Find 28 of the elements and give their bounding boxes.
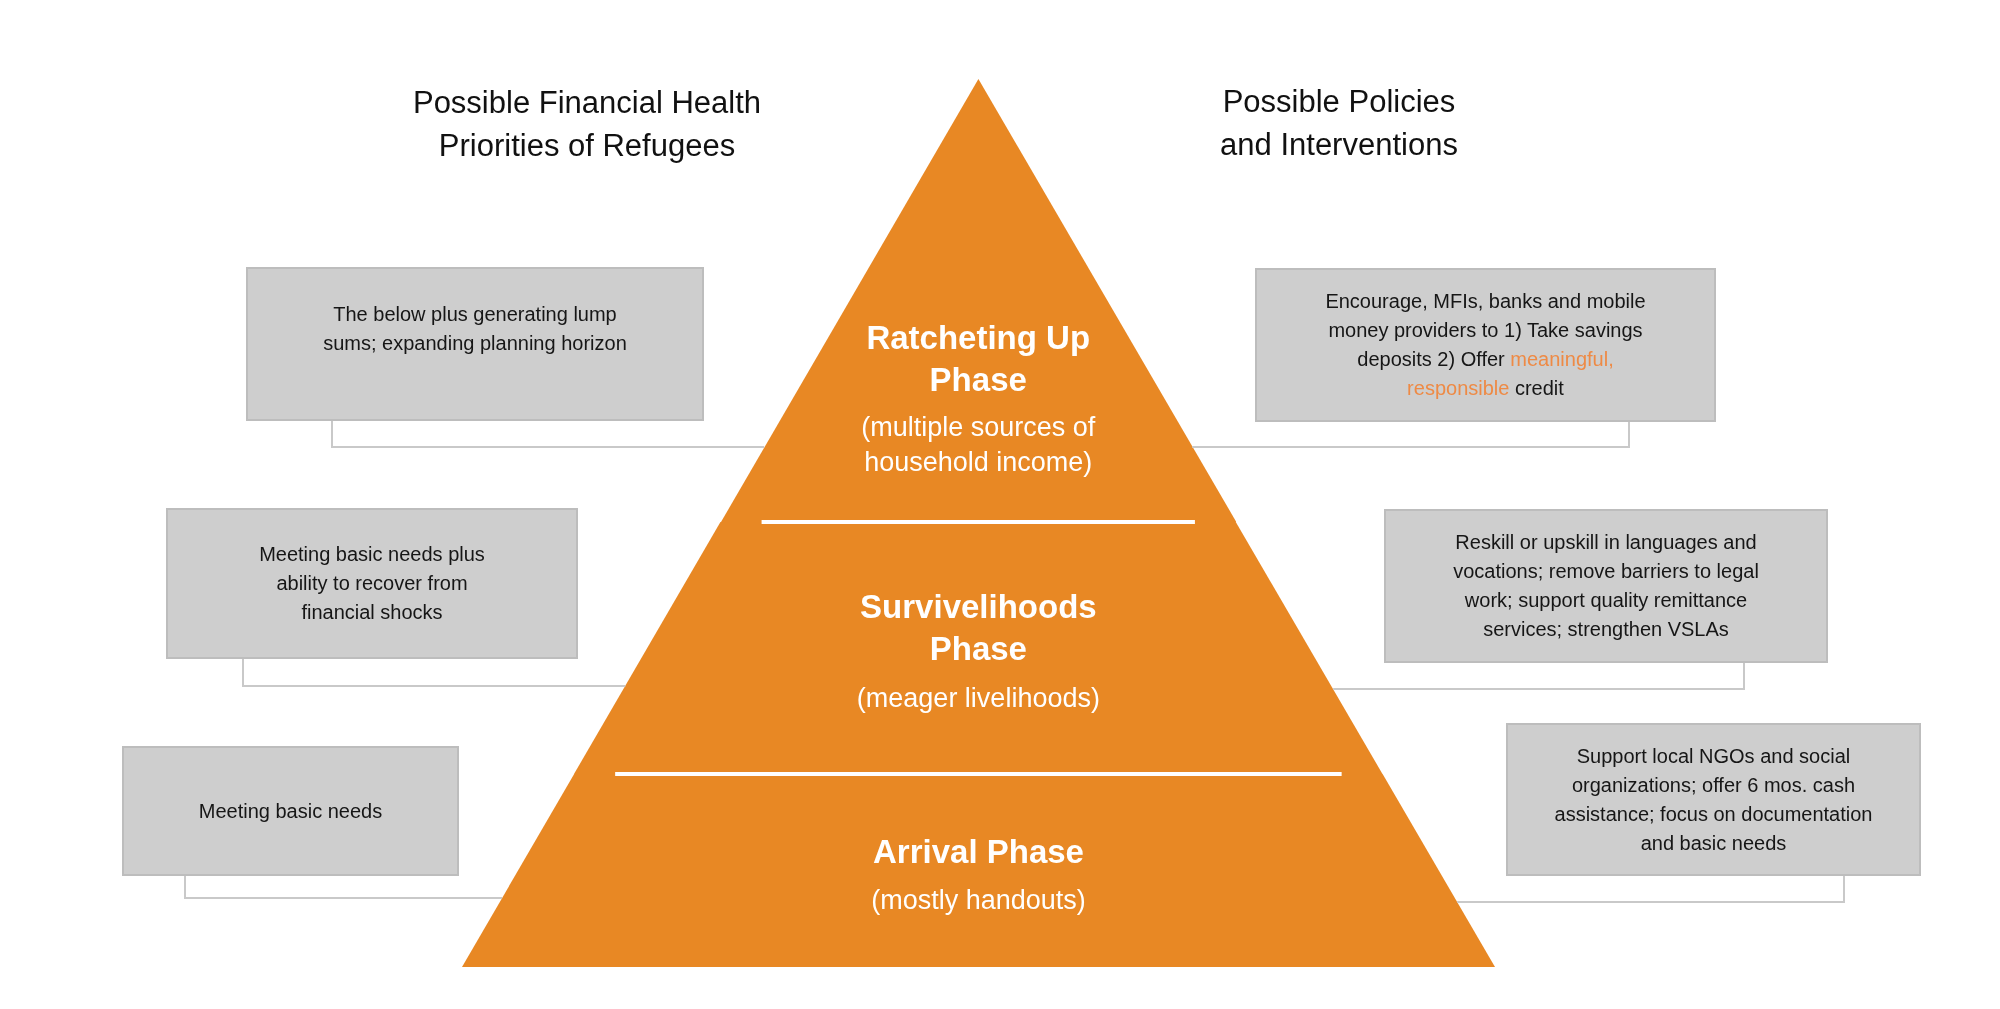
text-card: [1506, 723, 1921, 876]
phase-heading: Ratcheting Up Phase: [865, 318, 1092, 400]
leader-line: [184, 875, 504, 899]
phase-description: (mostly handouts): [871, 884, 1086, 917]
phase-heading: Survivelihoods Phase: [859, 587, 1098, 669]
text-card: [246, 267, 704, 421]
card-text: Support local NGOs and social organizations; offer 6 mos. cash assistance; focus on documentation and basic needs: [1553, 743, 1874, 856]
column-heading: Possible Policies and Interventions: [1219, 83, 1459, 164]
leader-line: [1332, 662, 1745, 690]
leader-line: [242, 658, 627, 687]
card-text: The below plus generating lump sums; expanding planning horizon: [322, 302, 628, 356]
pyramid-level: [462, 774, 1495, 967]
card-text: Reskill or upskill in languages and vocations; remove barriers to legal work; support quality remittance services; strengthen VSLAs: [1452, 530, 1760, 642]
column-heading: Possible Financial Health Priorities of Refugees: [411, 84, 763, 165]
text-card: [1384, 509, 1828, 663]
leader-line: [1456, 875, 1845, 903]
card-text: Meeting basic needs plus ability to recover from financial shocks: [258, 542, 486, 625]
leader-line: [1191, 421, 1630, 448]
text-card: [1255, 268, 1716, 422]
phase-description: (multiple sources of household income): [860, 411, 1097, 479]
phase-description: (meager livelihoods): [856, 682, 1100, 715]
text-card: [166, 508, 578, 659]
text-card: [122, 746, 459, 876]
leader-line: [331, 420, 766, 448]
card-text: Encourage, MFIs, banks and mobile money providers to 1) Take savings deposits 2) Offer meaningful, responsible credit: [1324, 289, 1647, 401]
card-text: Meeting basic needs: [198, 798, 383, 824]
phase-heading: Arrival Phase: [873, 832, 1084, 872]
pyramid-level: [574, 522, 1383, 774]
